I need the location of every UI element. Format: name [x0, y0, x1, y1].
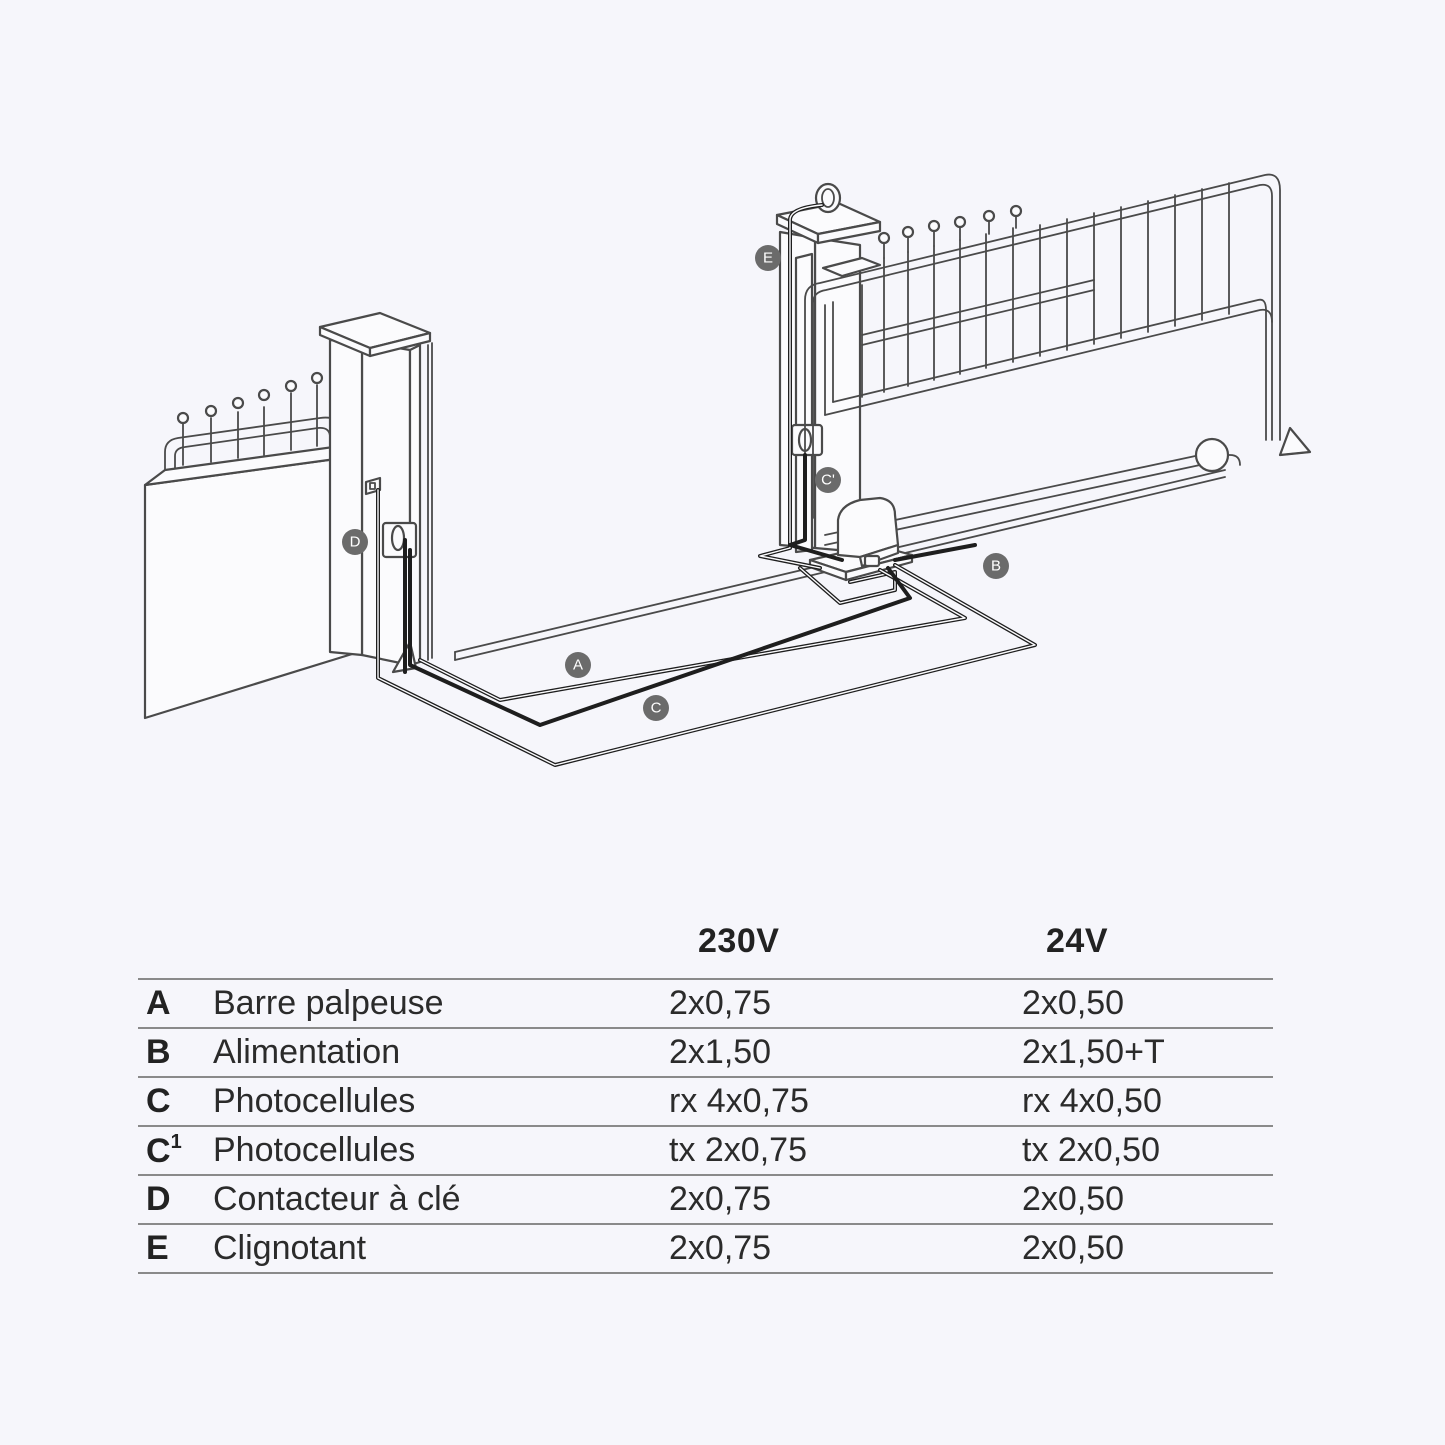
right-pillar: [775, 182, 882, 554]
row-value-24v: 2x1,50+T: [1022, 1033, 1165, 1071]
svg-text:D: D: [350, 534, 361, 551]
row-value-230v: 2x0,75: [669, 984, 772, 1022]
row-label: Contacteur à clé: [213, 1180, 461, 1218]
row-label: Clignotant: [213, 1229, 367, 1267]
svg-text:A: A: [573, 657, 583, 674]
marker-c-prime: C': [815, 467, 841, 493]
row-letter: C1: [146, 1131, 182, 1170]
row-value-230v: tx 2x0,75: [669, 1131, 807, 1169]
svg-text:B: B: [991, 558, 1001, 575]
marker-b: B: [983, 553, 1009, 579]
gate-wiring-diagram: E C' B D A C: [143, 173, 1312, 767]
row-letter: A: [146, 984, 171, 1022]
row-letter: B: [146, 1033, 171, 1071]
row-value-24v: 2x0,50: [1022, 1229, 1125, 1267]
row-value-24v: tx 2x0,50: [1022, 1131, 1160, 1169]
svg-text:C': C': [821, 472, 835, 489]
row-value-230v: 2x0,75: [669, 1229, 772, 1267]
row-letter: E: [146, 1229, 169, 1267]
left-pillar: [318, 311, 433, 667]
table-row: D Contacteur à clé 2x0,75 2x0,50: [138, 1176, 1273, 1225]
table-row: A Barre palpeuse 2x0,75 2x0,50: [138, 980, 1273, 1029]
row-label: Photocellules: [213, 1082, 416, 1120]
row-label: Alimentation: [213, 1033, 401, 1071]
marker-c: C: [643, 695, 669, 721]
table-row: E Clignotant 2x0,75 2x0,50: [138, 1225, 1273, 1274]
svg-text:E: E: [763, 250, 773, 267]
table-row: C Photocellules rx 4x0,75 rx 4x0,50: [138, 1078, 1273, 1127]
row-value-24v: rx 4x0,50: [1022, 1082, 1162, 1120]
row-value-24v: 2x0,50: [1022, 984, 1125, 1022]
table-top-rule: [138, 978, 1273, 980]
row-label: Barre palpeuse: [213, 984, 444, 1022]
row-letter: D: [146, 1180, 171, 1218]
column-header-24v: 24V: [1046, 922, 1108, 960]
svg-text:C: C: [651, 700, 662, 717]
cables: [376, 203, 1037, 767]
table-header: 230V 24V: [138, 916, 1273, 978]
row-value-230v: 2x1,50: [669, 1033, 772, 1071]
table-row: C1 Photocellules tx 2x0,75 tx 2x0,50: [138, 1127, 1273, 1176]
row-letter: C: [146, 1082, 171, 1120]
sliding-gate: [454, 173, 1312, 661]
row-value-24v: 2x0,50: [1022, 1180, 1125, 1218]
table-row: B Alimentation 2x1,50 2x1,50+T: [138, 1029, 1273, 1078]
row-label: Photocellules: [213, 1131, 416, 1169]
marker-e: E: [755, 245, 781, 271]
marker-d: D: [342, 529, 368, 555]
marker-a: A: [565, 652, 591, 678]
column-header-230v: 230V: [698, 922, 780, 960]
row-letter-superscript: 1: [170, 1131, 182, 1153]
row-value-230v: rx 4x0,75: [669, 1082, 809, 1120]
left-wall: [143, 371, 387, 720]
row-value-230v: 2x0,75: [669, 1180, 772, 1218]
